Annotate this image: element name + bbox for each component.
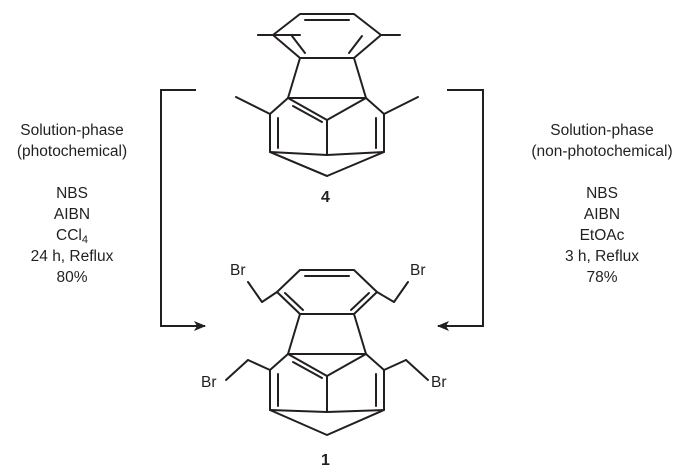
compound-1-number: 1 <box>321 452 330 469</box>
left-phase-line2: (photochemical) <box>16 143 128 160</box>
br-label-top-right: Br <box>410 262 426 279</box>
right-phase-line2: (non-photochemical) <box>531 143 673 160</box>
left-solvent: CCl4 <box>56 227 88 246</box>
right-reaction-arrow <box>437 89 484 331</box>
compound-4-number: 4 <box>321 189 330 206</box>
left-reagent2: AIBN <box>53 206 91 223</box>
left-conditions: Solution-phase (photochemical) NBS AIBN … <box>0 120 144 288</box>
right-solvent: EtOAc <box>579 227 625 244</box>
right-reagent1: NBS <box>586 185 618 202</box>
right-conditions: Solution-phase (non-photochemical) NBS A… <box>518 120 685 288</box>
right-time-temp: 3 h, Reflux <box>564 248 640 265</box>
left-yield: 80% <box>56 269 88 286</box>
compound-4-structure <box>235 13 419 177</box>
left-time-temp: 24 h, Reflux <box>30 248 114 265</box>
compound-1-structure <box>225 269 429 436</box>
left-reagent1: NBS <box>56 185 88 202</box>
right-phase-line1: Solution-phase <box>550 122 654 139</box>
left-reaction-arrow <box>160 89 206 331</box>
br-label-bottom-left: Br <box>201 374 217 391</box>
right-reagent2: AIBN <box>583 206 621 223</box>
right-yield: 78% <box>586 269 618 286</box>
left-phase-line1: Solution-phase <box>20 122 124 139</box>
br-label-top-left: Br <box>230 262 246 279</box>
br-label-bottom-right: Br <box>431 374 447 391</box>
